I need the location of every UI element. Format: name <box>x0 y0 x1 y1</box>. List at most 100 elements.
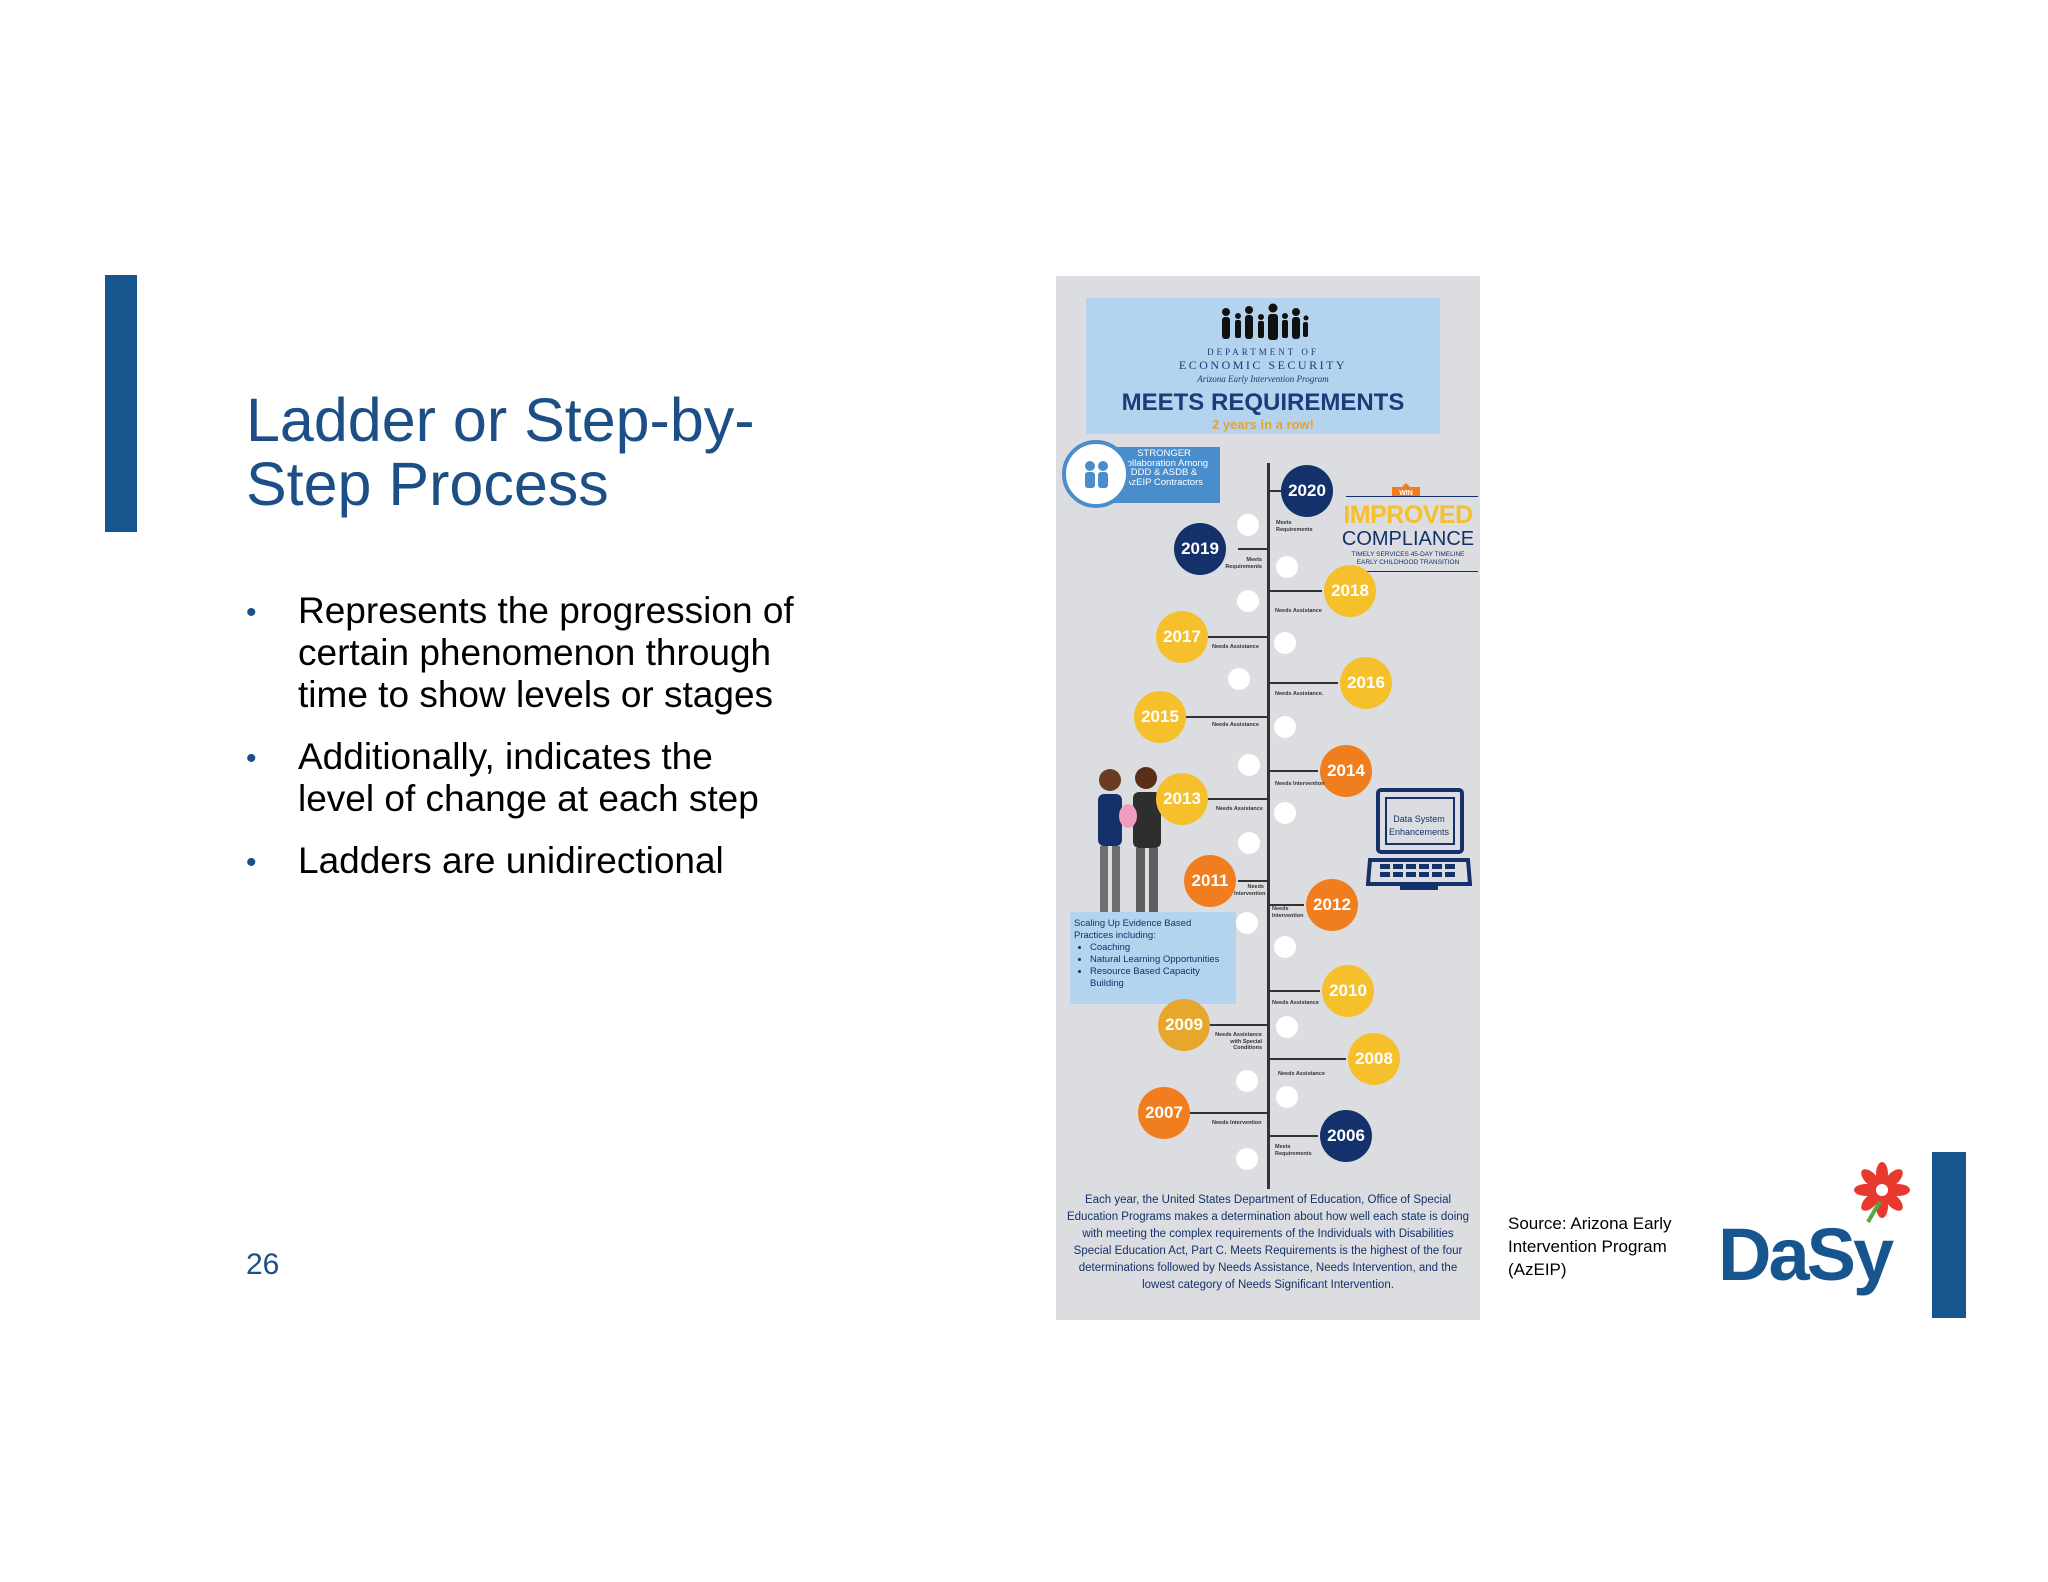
ebp-item: Resource Based Capacity Building <box>1090 966 1236 990</box>
timeline-connector <box>1270 904 1304 906</box>
year-status: Needs Assistance <box>1275 608 1322 614</box>
year-2007: 2007 <box>1138 1087 1190 1139</box>
year-2016: 2016 <box>1340 657 1392 709</box>
family-illustration-icon <box>1098 767 1161 936</box>
azeip-infographic: DEPARTMENT OF ECONOMIC SECURITY Arizona … <box>1056 276 1480 1320</box>
year-2009: 2009 <box>1158 999 1210 1051</box>
bullet-glyph: • <box>246 742 257 775</box>
page-number: 26 <box>246 1248 280 1281</box>
year-status: Needs Assistance with Special Conditions <box>1215 1032 1262 1051</box>
baby-icon <box>1276 1086 1298 1108</box>
bullet-text: Additionally, indicates the level of cha… <box>298 736 759 819</box>
evidence-based-practices: Scaling Up Evidence Based Practices incl… <box>1070 912 1236 1004</box>
ebp-title: Scaling Up Evidence Based Practices incl… <box>1074 918 1192 941</box>
slide-title: Ladder or Step-by- Step Process <box>246 386 755 518</box>
year-2020: 2020 <box>1281 465 1333 517</box>
diaper-icon <box>1274 936 1296 958</box>
flower-icon <box>1854 1162 1910 1223</box>
bullet-text: Ladders are unidirectional <box>298 840 724 881</box>
infographic-footer: Each year, the United States Department … <box>1066 1194 1470 1291</box>
timeline-connector <box>1190 1112 1268 1114</box>
bullet-glyph: • <box>246 846 257 879</box>
year-2012: 2012 <box>1306 879 1358 931</box>
laptop-label: Data System Enhancements <box>1388 814 1450 837</box>
improved-details: TIMELY SERVICES 45-DAY TIMELINE EARLY CH… <box>1351 551 1465 566</box>
logo-wordmark: DaSy <box>1718 1213 1894 1296</box>
year-status: Meets Requirements <box>1225 557 1262 570</box>
improved-subtitle: COMPLIANCE <box>1341 528 1475 550</box>
dept-name: ECONOMIC SECURITY <box>1178 358 1348 372</box>
collaboration-badge <box>1062 440 1130 508</box>
abc-blocks-icon <box>1228 668 1250 690</box>
family-icon <box>1237 590 1259 612</box>
timeline-connector <box>1186 716 1268 718</box>
year-status: Needs Assistance <box>1212 722 1259 728</box>
year-2010: 2010 <box>1322 965 1374 1017</box>
year-2014: 2014 <box>1320 745 1372 797</box>
timeline-connector <box>1270 682 1338 684</box>
family-silhouette-icon <box>1222 303 1309 340</box>
bullet-glyph: • <box>246 596 257 629</box>
timeline-connector <box>1208 798 1268 800</box>
year-2018: 2018 <box>1324 565 1376 617</box>
headline: MEETS REQUIREMENTS <box>1121 389 1405 416</box>
baby-face-icon <box>1236 1148 1258 1170</box>
ladder-icon <box>1276 556 1298 578</box>
year-status: Meets Requirements <box>1276 520 1313 533</box>
year-status: Needs Assistance <box>1216 806 1263 812</box>
year-status: Needs Intervention <box>1234 884 1266 897</box>
year-status: Needs Intervention <box>1275 781 1325 787</box>
year-status: Needs Intervention <box>1212 1120 1262 1126</box>
accent-bar-right <box>1932 1152 1966 1318</box>
year-2017: 2017 <box>1156 611 1208 663</box>
divider <box>1346 571 1478 572</box>
win-badge-icon: WIN <box>1392 483 1420 497</box>
timeline-connector <box>1238 880 1268 882</box>
year-status: Needs Assistance <box>1278 1071 1325 1077</box>
timeline-connector <box>1270 1135 1318 1137</box>
ebp-item: Natural Learning Opportunities <box>1090 954 1236 966</box>
timeline-connector <box>1238 548 1268 550</box>
timeline-connector <box>1270 1058 1346 1060</box>
timeline-connector <box>1270 770 1318 772</box>
timeline-connector <box>1208 1024 1268 1026</box>
year-status: Needs Assistance <box>1272 1000 1319 1006</box>
bullet-list: •Represents the progression of certain p… <box>240 590 840 902</box>
year-2008: 2008 <box>1348 1033 1400 1085</box>
timeline-spine <box>1267 463 1270 1189</box>
year-2015: 2015 <box>1134 691 1186 743</box>
bullet-item: • Ladders are unidirectional <box>240 840 840 882</box>
year-2013: 2013 <box>1156 773 1208 825</box>
children-icon <box>1237 514 1259 536</box>
year-status: Needs Assistance. <box>1275 691 1324 697</box>
stroller-icon <box>1238 832 1260 854</box>
accent-bar-left <box>105 275 137 532</box>
timeline-connector <box>1208 636 1268 638</box>
year-status: Meets Requirements <box>1275 1144 1312 1157</box>
ebp-item: Coaching <box>1090 942 1236 954</box>
subheadline: 2 years in a row! <box>1212 417 1314 432</box>
timeline-connector <box>1270 490 1282 492</box>
timeline-connector <box>1270 590 1322 592</box>
divider <box>1346 496 1478 497</box>
year-status: Needs Intervention <box>1272 906 1304 919</box>
ebp-list: Coaching Natural Learning Opportunities … <box>1070 942 1236 990</box>
baby-feet-icon <box>1274 802 1296 824</box>
pacifier-icon <box>1274 632 1296 654</box>
onesie-icon <box>1274 716 1296 738</box>
program-name: Arizona Early Intervention Program <box>1197 374 1329 384</box>
year-2019: 2019 <box>1174 523 1226 575</box>
win-badge-text: WIN <box>1399 490 1413 497</box>
mobile-toy-icon <box>1238 754 1260 776</box>
source-citation: Source: Arizona Early Intervention Progr… <box>1508 1214 1672 1279</box>
bullet-item: • Additionally, indicates the level of ch… <box>240 736 840 820</box>
dept-label: DEPARTMENT OF <box>1207 347 1319 357</box>
infographic-header: DEPARTMENT OF ECONOMIC SECURITY Arizona … <box>1086 298 1440 434</box>
teddy-bear-icon <box>1276 1016 1298 1038</box>
dasy-logo: DaSy <box>1718 1162 1910 1296</box>
year-2011: 2011 <box>1184 855 1236 907</box>
people-icon <box>1085 461 1108 488</box>
timeline-connector <box>1270 990 1320 992</box>
bottle-icon <box>1236 912 1258 934</box>
year-2006: 2006 <box>1320 1110 1372 1162</box>
